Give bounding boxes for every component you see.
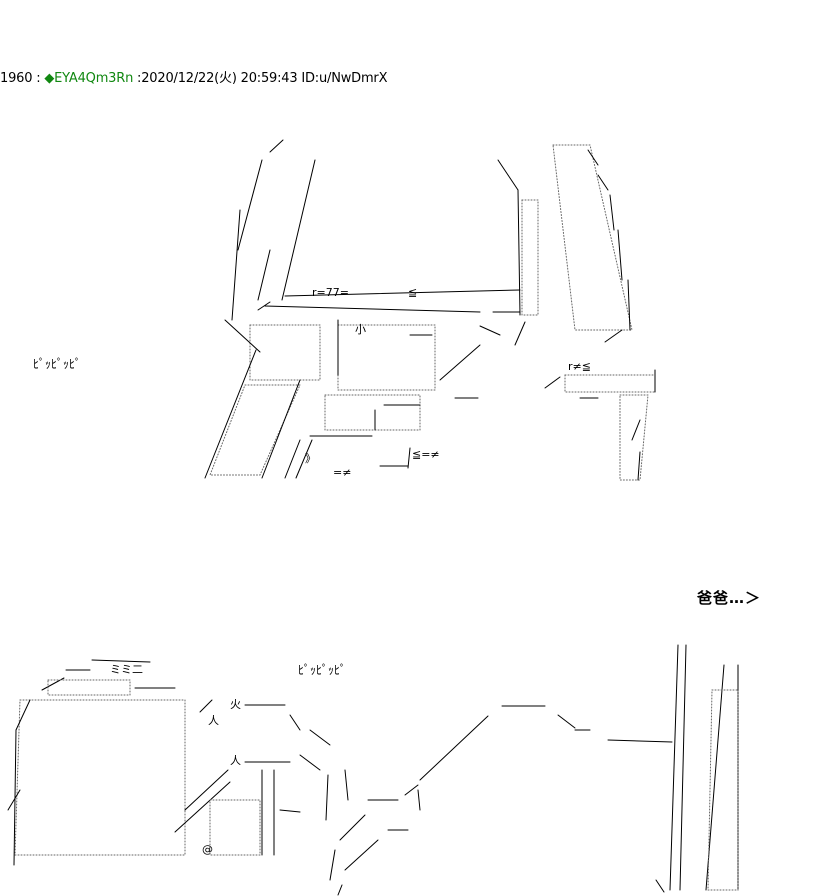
svg-text:》: 》 <box>305 452 316 465</box>
svg-text:小: 小 <box>355 323 366 336</box>
post-datetime: :2020/12/22(火) 20:59:43 <box>137 71 298 86</box>
post-separator: : <box>36 71 41 86</box>
svg-text:r≠≦: r≠≦ <box>568 360 591 373</box>
top-scene: r=77= ≦ 小 》 =≠ ≦=≠ r≠≦ <box>204 139 656 481</box>
svg-text:≦: ≦ <box>408 286 417 299</box>
svg-text:ミミ二: ミミ二 <box>110 663 143 676</box>
svg-text:人: 人 <box>208 714 219 727</box>
speech-bubble-right: 爸爸…＞ <box>697 589 762 607</box>
svg-text:人: 人 <box>230 754 241 767</box>
sfx-beep-bottom: ﾋﾟｯﾋﾟｯﾋﾟ <box>298 663 347 677</box>
sfx-beep-top: ﾋﾟｯﾋﾟｯﾋﾟ <box>33 357 82 371</box>
post-id[interactable]: ID:u/NwDmrX <box>301 71 388 86</box>
svg-text:r=77=: r=77= <box>312 286 349 299</box>
post-number: 1960 <box>0 71 33 86</box>
svg-text:@: @ <box>202 843 213 856</box>
svg-text:火: 火 <box>230 698 241 711</box>
bottom-scene: ミミ二 @ 火 人 人 <box>7 644 739 896</box>
svg-text:≦=≠: ≦=≠ <box>412 448 440 461</box>
poster-trip[interactable]: ◆EYA4Qm3Rn <box>44 71 134 86</box>
post-header: 1960 : ◆EYA4Qm3Rn :2020/12/22(火) 20:59:4… <box>0 67 387 86</box>
svg-text:=≠: =≠ <box>333 466 351 479</box>
